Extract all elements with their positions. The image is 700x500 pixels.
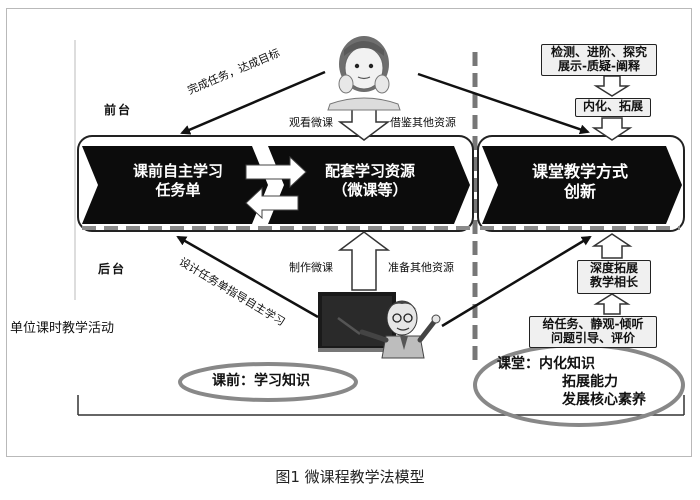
box-internalize-expand: 内化、拓展 <box>575 98 651 117</box>
pre-class-oval-text: 课前：学习知识 <box>212 373 310 389</box>
classroom-innovation-panel: 课堂教学方式 创新 <box>500 162 660 202</box>
arrow-design-task <box>176 235 319 319</box>
box-assign-line1: 给任务、静观-倾听 <box>542 317 644 331</box>
resources-title: 配套学习资源 <box>324 162 415 180</box>
right-down-arrow-1 <box>593 75 631 97</box>
right-up-arrow-2 <box>593 293 631 315</box>
prepare-other-label: 准备其他资源 <box>388 261 454 274</box>
box-deep-expand: 深度拓展 教学相长 <box>577 260 651 294</box>
make-micro-label: 制作微课 <box>289 261 333 274</box>
front-stage-label: 前台 <box>104 103 133 117</box>
box-deep-line2: 教学相长 <box>589 275 638 290</box>
pre-class-title: 课前自主学习 <box>132 162 223 180</box>
learning-resources-panel: 配套学习资源 （微课等） <box>290 162 450 200</box>
teacher-illustration <box>318 292 441 359</box>
figure-caption: 图1 微课程教学法模型 <box>275 468 425 486</box>
classroom-title: 课堂教学方式 <box>531 162 628 181</box>
classroom-subtitle: 创新 <box>563 182 596 201</box>
right-down-arrow-2 <box>591 117 633 141</box>
pre-class-task-panel: 课前自主学习 任务单 <box>98 162 258 200</box>
exchange-arrow-left <box>245 186 299 220</box>
student-illustration <box>327 36 401 111</box>
pre-class-oval <box>178 362 358 402</box>
classroom-oval-line2: 拓展能力 <box>562 374 618 390</box>
panel-resources-shape <box>268 146 470 224</box>
box-assign-observe: 给任务、静观-倾听 问题引导、评价 <box>529 316 657 348</box>
up-arrow-outline <box>337 231 391 291</box>
back-stage-label: 后台 <box>98 262 127 276</box>
box-assign-line2: 问题引导、评价 <box>550 331 635 346</box>
classroom-oval-line1: 课堂：内化知识 <box>497 356 595 372</box>
exchange-arrow-right <box>245 155 307 189</box>
box-internalize-label: 内化、拓展 <box>582 99 643 113</box>
right-up-arrow-1 <box>591 233 633 259</box>
panel-classroom-shape <box>482 146 682 224</box>
box-test-line2: 展示-质疑-阐释 <box>558 59 640 74</box>
arrow-teacher-to-class <box>441 235 592 328</box>
resources-subtitle: （微课等） <box>332 180 408 199</box>
classroom-oval-line3: 发展核心素养 <box>562 392 646 408</box>
box-test-advance-explore: 检测、进阶、探究 展示-质疑-阐释 <box>541 44 657 76</box>
box-test-line1: 检测、进阶、探究 <box>550 45 647 59</box>
unit-activity-label: 单位课时教学活动 <box>10 321 115 336</box>
arrow-child-to-class <box>417 72 590 135</box>
watch-micro-label: 观看微课 <box>289 116 333 129</box>
pre-class-subtitle: 任务单 <box>155 180 201 199</box>
box-deep-line1: 深度拓展 <box>589 261 638 275</box>
bottom-bracket-left <box>77 395 470 416</box>
panel-pre-class-shape <box>82 146 268 224</box>
arrow-complete-tasks <box>180 70 326 135</box>
refer-other-label: 借鉴其他资源 <box>390 116 456 129</box>
